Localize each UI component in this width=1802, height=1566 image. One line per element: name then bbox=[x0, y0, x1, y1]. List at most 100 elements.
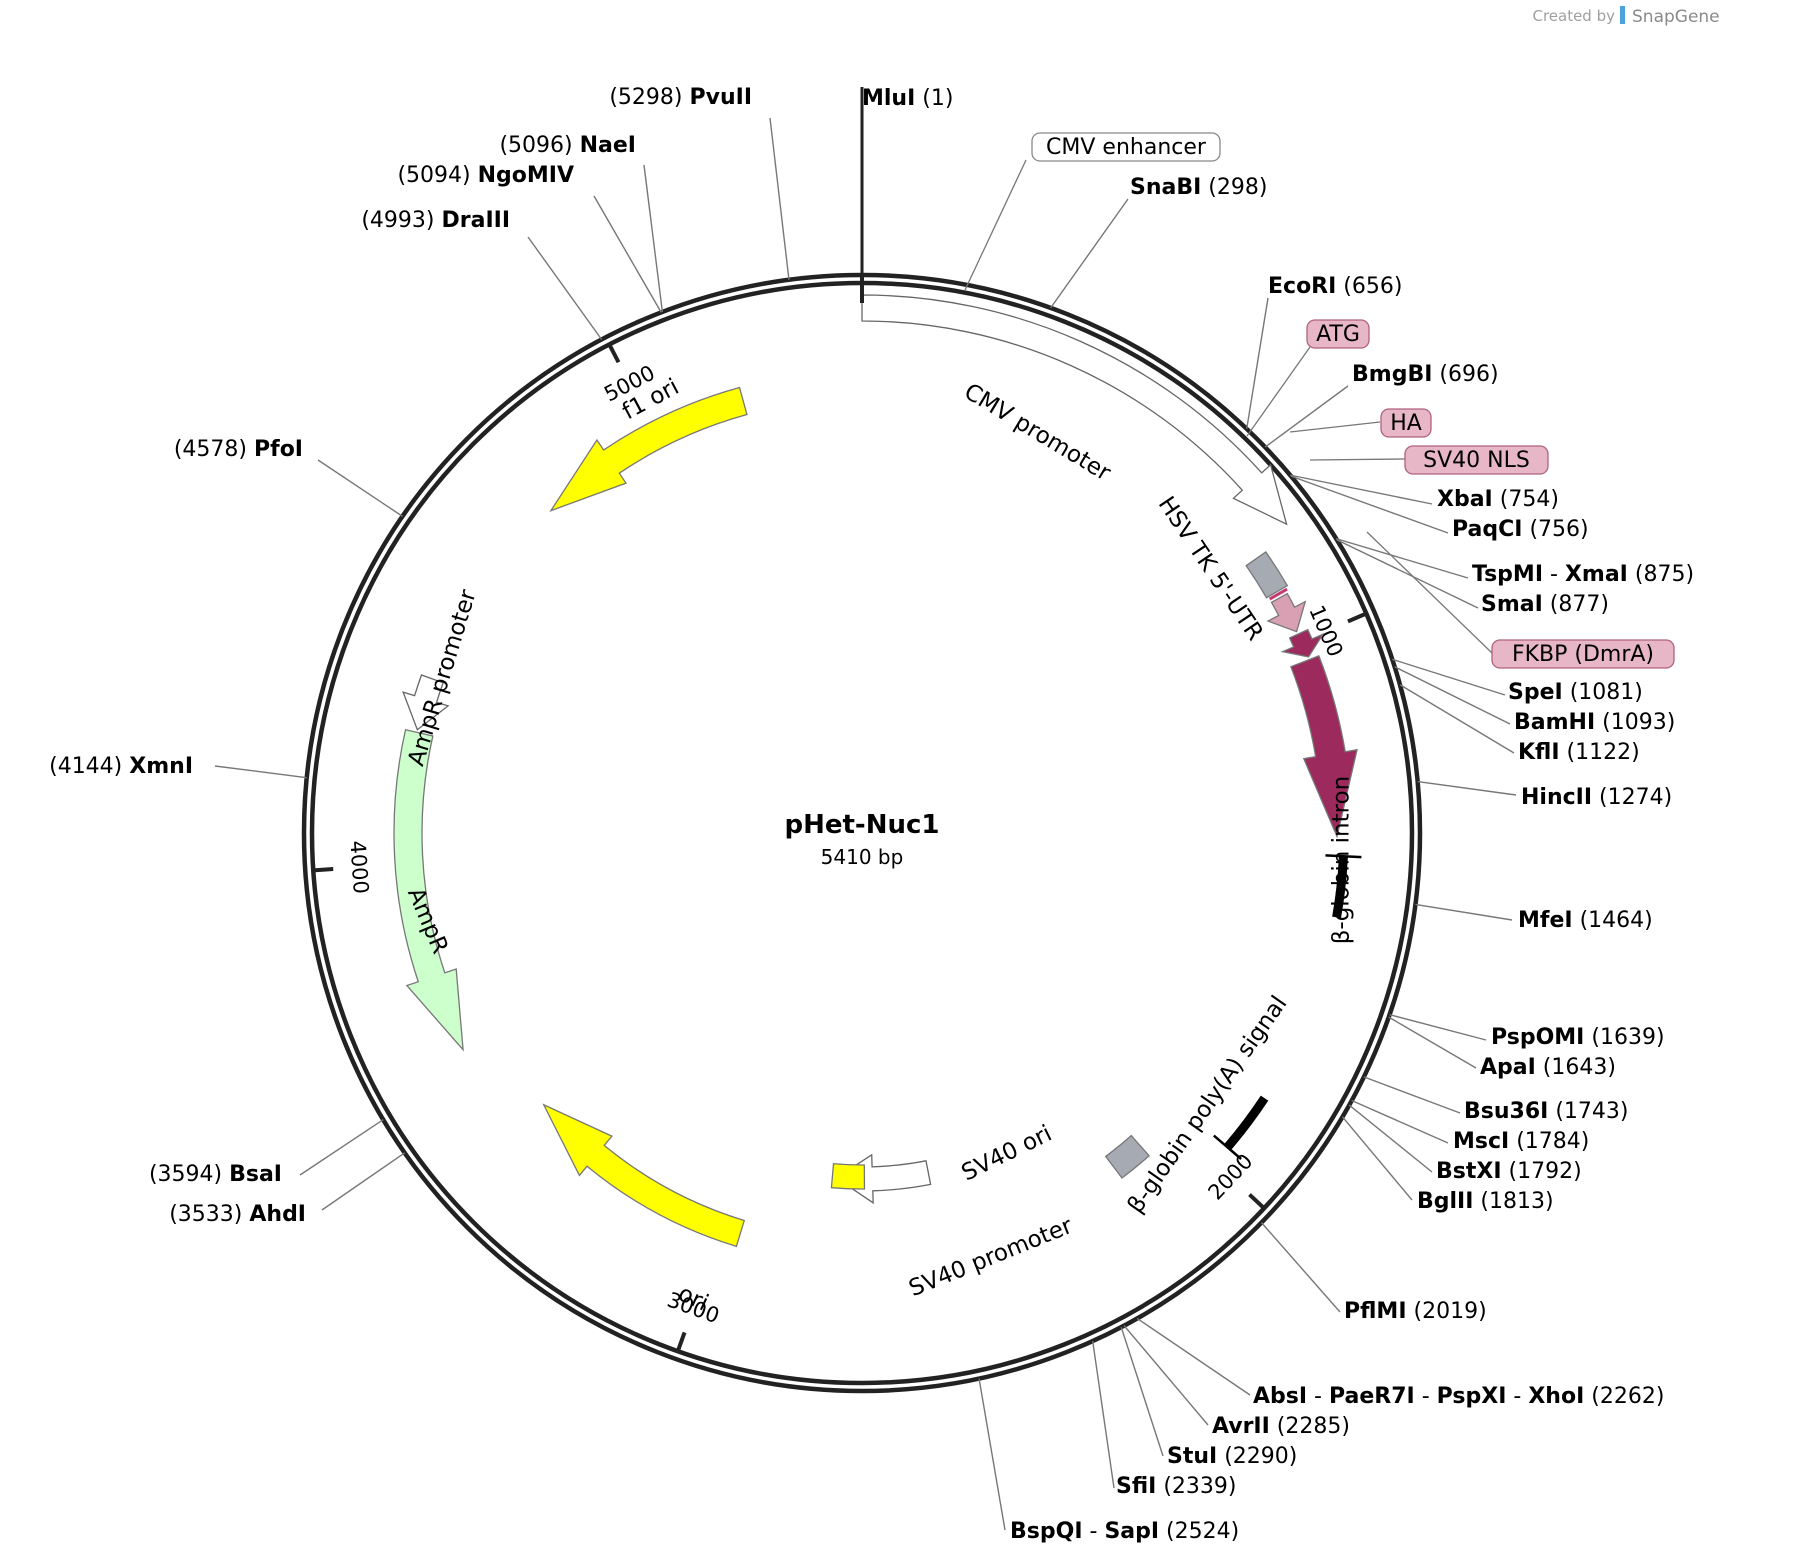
site-name: HincII bbox=[1521, 785, 1592, 810]
site-position: (4144) bbox=[49, 754, 129, 779]
label-text: SV40 NLS bbox=[1423, 448, 1530, 473]
site-position: (1792) bbox=[1502, 1159, 1582, 1184]
site-name: SfiI bbox=[1116, 1474, 1156, 1499]
site-label-naei: (5096) NaeI bbox=[499, 133, 636, 158]
site-position: (2262) bbox=[1584, 1384, 1664, 1409]
site-name: NgoMIV bbox=[478, 163, 574, 188]
ampr-promoter-feature bbox=[402, 674, 450, 731]
feature-label-fkbp-dmra: FKBP (DmrA) bbox=[1366, 531, 1675, 669]
site-label-pvuii: (5298) PvuII bbox=[609, 85, 752, 110]
site-name: SmaI bbox=[1481, 592, 1543, 617]
site-position: (298) bbox=[1201, 175, 1267, 200]
site-leader-apai bbox=[1388, 1016, 1477, 1069]
tick-mark bbox=[675, 1331, 687, 1352]
site-name: ApaI bbox=[1480, 1055, 1536, 1080]
tick-mark bbox=[1347, 611, 1368, 624]
site-name: NaeI bbox=[580, 133, 636, 158]
feature-label-sv40-ori: SV40 ori bbox=[958, 1121, 1056, 1187]
site-name: PspXI bbox=[1437, 1384, 1507, 1409]
site-label-bsai: (3594) BsaI bbox=[149, 1162, 282, 1187]
site-label-bstxi: BstXI (1792) bbox=[1436, 1159, 1582, 1184]
site-name: SapI bbox=[1104, 1519, 1159, 1544]
site-leader-stui bbox=[1120, 1326, 1164, 1457]
site-position: (2285) bbox=[1270, 1414, 1350, 1439]
site-name: TspMI bbox=[1472, 562, 1543, 587]
site-leader-bmgbi bbox=[1264, 385, 1349, 448]
site-position: (5298) bbox=[609, 85, 689, 110]
site-name: BmgBI bbox=[1352, 362, 1432, 387]
site-name: EcoRI bbox=[1268, 274, 1336, 299]
site-position: (756) bbox=[1522, 517, 1588, 542]
label-text: FKBP (DmrA) bbox=[1512, 642, 1654, 667]
label-leader bbox=[1366, 531, 1493, 654]
feature-label-globin-intron: β-globin intron bbox=[1329, 776, 1355, 945]
label-leader bbox=[1246, 346, 1311, 437]
site-leader-bstxi bbox=[1348, 1104, 1433, 1173]
site-leader-sfii bbox=[1092, 1340, 1115, 1489]
plasmid-length: 5410 bp bbox=[821, 845, 904, 869]
site-leader-bsu36i bbox=[1363, 1076, 1461, 1114]
site-leader-ngomiv bbox=[593, 195, 662, 313]
features-layer bbox=[393, 294, 1362, 1248]
tick-label: 4000 bbox=[345, 840, 373, 895]
site-leader-smai bbox=[1336, 539, 1479, 609]
label-text: ATG bbox=[1316, 322, 1360, 347]
site-position: (696) bbox=[1432, 362, 1498, 387]
site-leader-xmni bbox=[214, 765, 307, 779]
site-leader-msci bbox=[1351, 1099, 1449, 1144]
site-position: (4993) bbox=[361, 208, 441, 233]
site-position: (877) bbox=[1543, 592, 1609, 617]
site-position: (1122) bbox=[1560, 740, 1640, 765]
site-leader-mfei bbox=[1415, 903, 1513, 921]
site-leader-pspomi bbox=[1389, 1013, 1487, 1041]
site-leader-kfli bbox=[1399, 684, 1515, 754]
site-name: XhoI bbox=[1528, 1384, 1584, 1409]
label-leader bbox=[1289, 421, 1381, 433]
tick-mark bbox=[607, 343, 621, 364]
site-name: MfeI bbox=[1518, 908, 1573, 933]
site-leader-avrii bbox=[1123, 1325, 1209, 1426]
label-text: HA bbox=[1390, 411, 1422, 436]
feature-label-sv40-promoter: SV40 promoter bbox=[905, 1213, 1076, 1302]
site-label-paqci: PaqCI (756) bbox=[1452, 517, 1589, 542]
site-name: BspQI bbox=[1010, 1519, 1083, 1544]
ha-feature bbox=[1266, 592, 1307, 633]
site-name: MluI bbox=[862, 86, 915, 111]
site-name: PflMI bbox=[1344, 1299, 1407, 1324]
site-name: KflI bbox=[1518, 740, 1560, 765]
site-label-bamhi: BamHI (1093) bbox=[1514, 710, 1675, 735]
label-leader bbox=[1309, 458, 1406, 461]
site-leader-tspmi bbox=[1335, 537, 1469, 579]
site-label-ecori: EcoRI (656) bbox=[1268, 274, 1402, 299]
site-position: (1093) bbox=[1595, 710, 1675, 735]
site-leader-paqci bbox=[1290, 475, 1449, 534]
globin-poly-a-signal-feature bbox=[1104, 1134, 1151, 1179]
site-position: (2339) bbox=[1156, 1474, 1236, 1499]
site-position: (1813) bbox=[1473, 1189, 1553, 1214]
site-label-hincii: HincII (1274) bbox=[1521, 785, 1672, 810]
label-box bbox=[1380, 408, 1432, 438]
site-leader-draiii bbox=[527, 236, 603, 340]
site-position: (1) bbox=[915, 86, 953, 111]
feature-label-sv40-nls: SV40 NLS bbox=[1309, 445, 1549, 475]
label-text: CMV enhancer bbox=[1046, 135, 1207, 160]
site-label-mlui: MluI (1) bbox=[862, 86, 953, 111]
site-label-kfli: KflI (1122) bbox=[1518, 740, 1640, 765]
snapgene-logo-icon bbox=[1620, 6, 1625, 24]
label-leader bbox=[964, 159, 1027, 291]
site-position: (1784) bbox=[1509, 1129, 1589, 1154]
site-name: BamHI bbox=[1514, 710, 1595, 735]
site-position: (1639) bbox=[1584, 1025, 1664, 1050]
label-box bbox=[1306, 319, 1370, 349]
site-label-smai: SmaI (877) bbox=[1481, 592, 1609, 617]
site-name: XbaI bbox=[1437, 487, 1493, 512]
site-leader-spei bbox=[1392, 658, 1506, 696]
site-name: BsaI bbox=[229, 1162, 282, 1187]
site-label-pflmi: PflMI (2019) bbox=[1344, 1299, 1487, 1324]
site-name: PaeR7I bbox=[1329, 1384, 1415, 1409]
site-leader-pflmi bbox=[1260, 1222, 1341, 1313]
site-name: XmnI bbox=[129, 754, 193, 779]
site-position: (656) bbox=[1336, 274, 1402, 299]
feature-label-ampr-promoter: AmpR promoter bbox=[403, 586, 481, 769]
site-name: SpeI bbox=[1508, 680, 1563, 705]
